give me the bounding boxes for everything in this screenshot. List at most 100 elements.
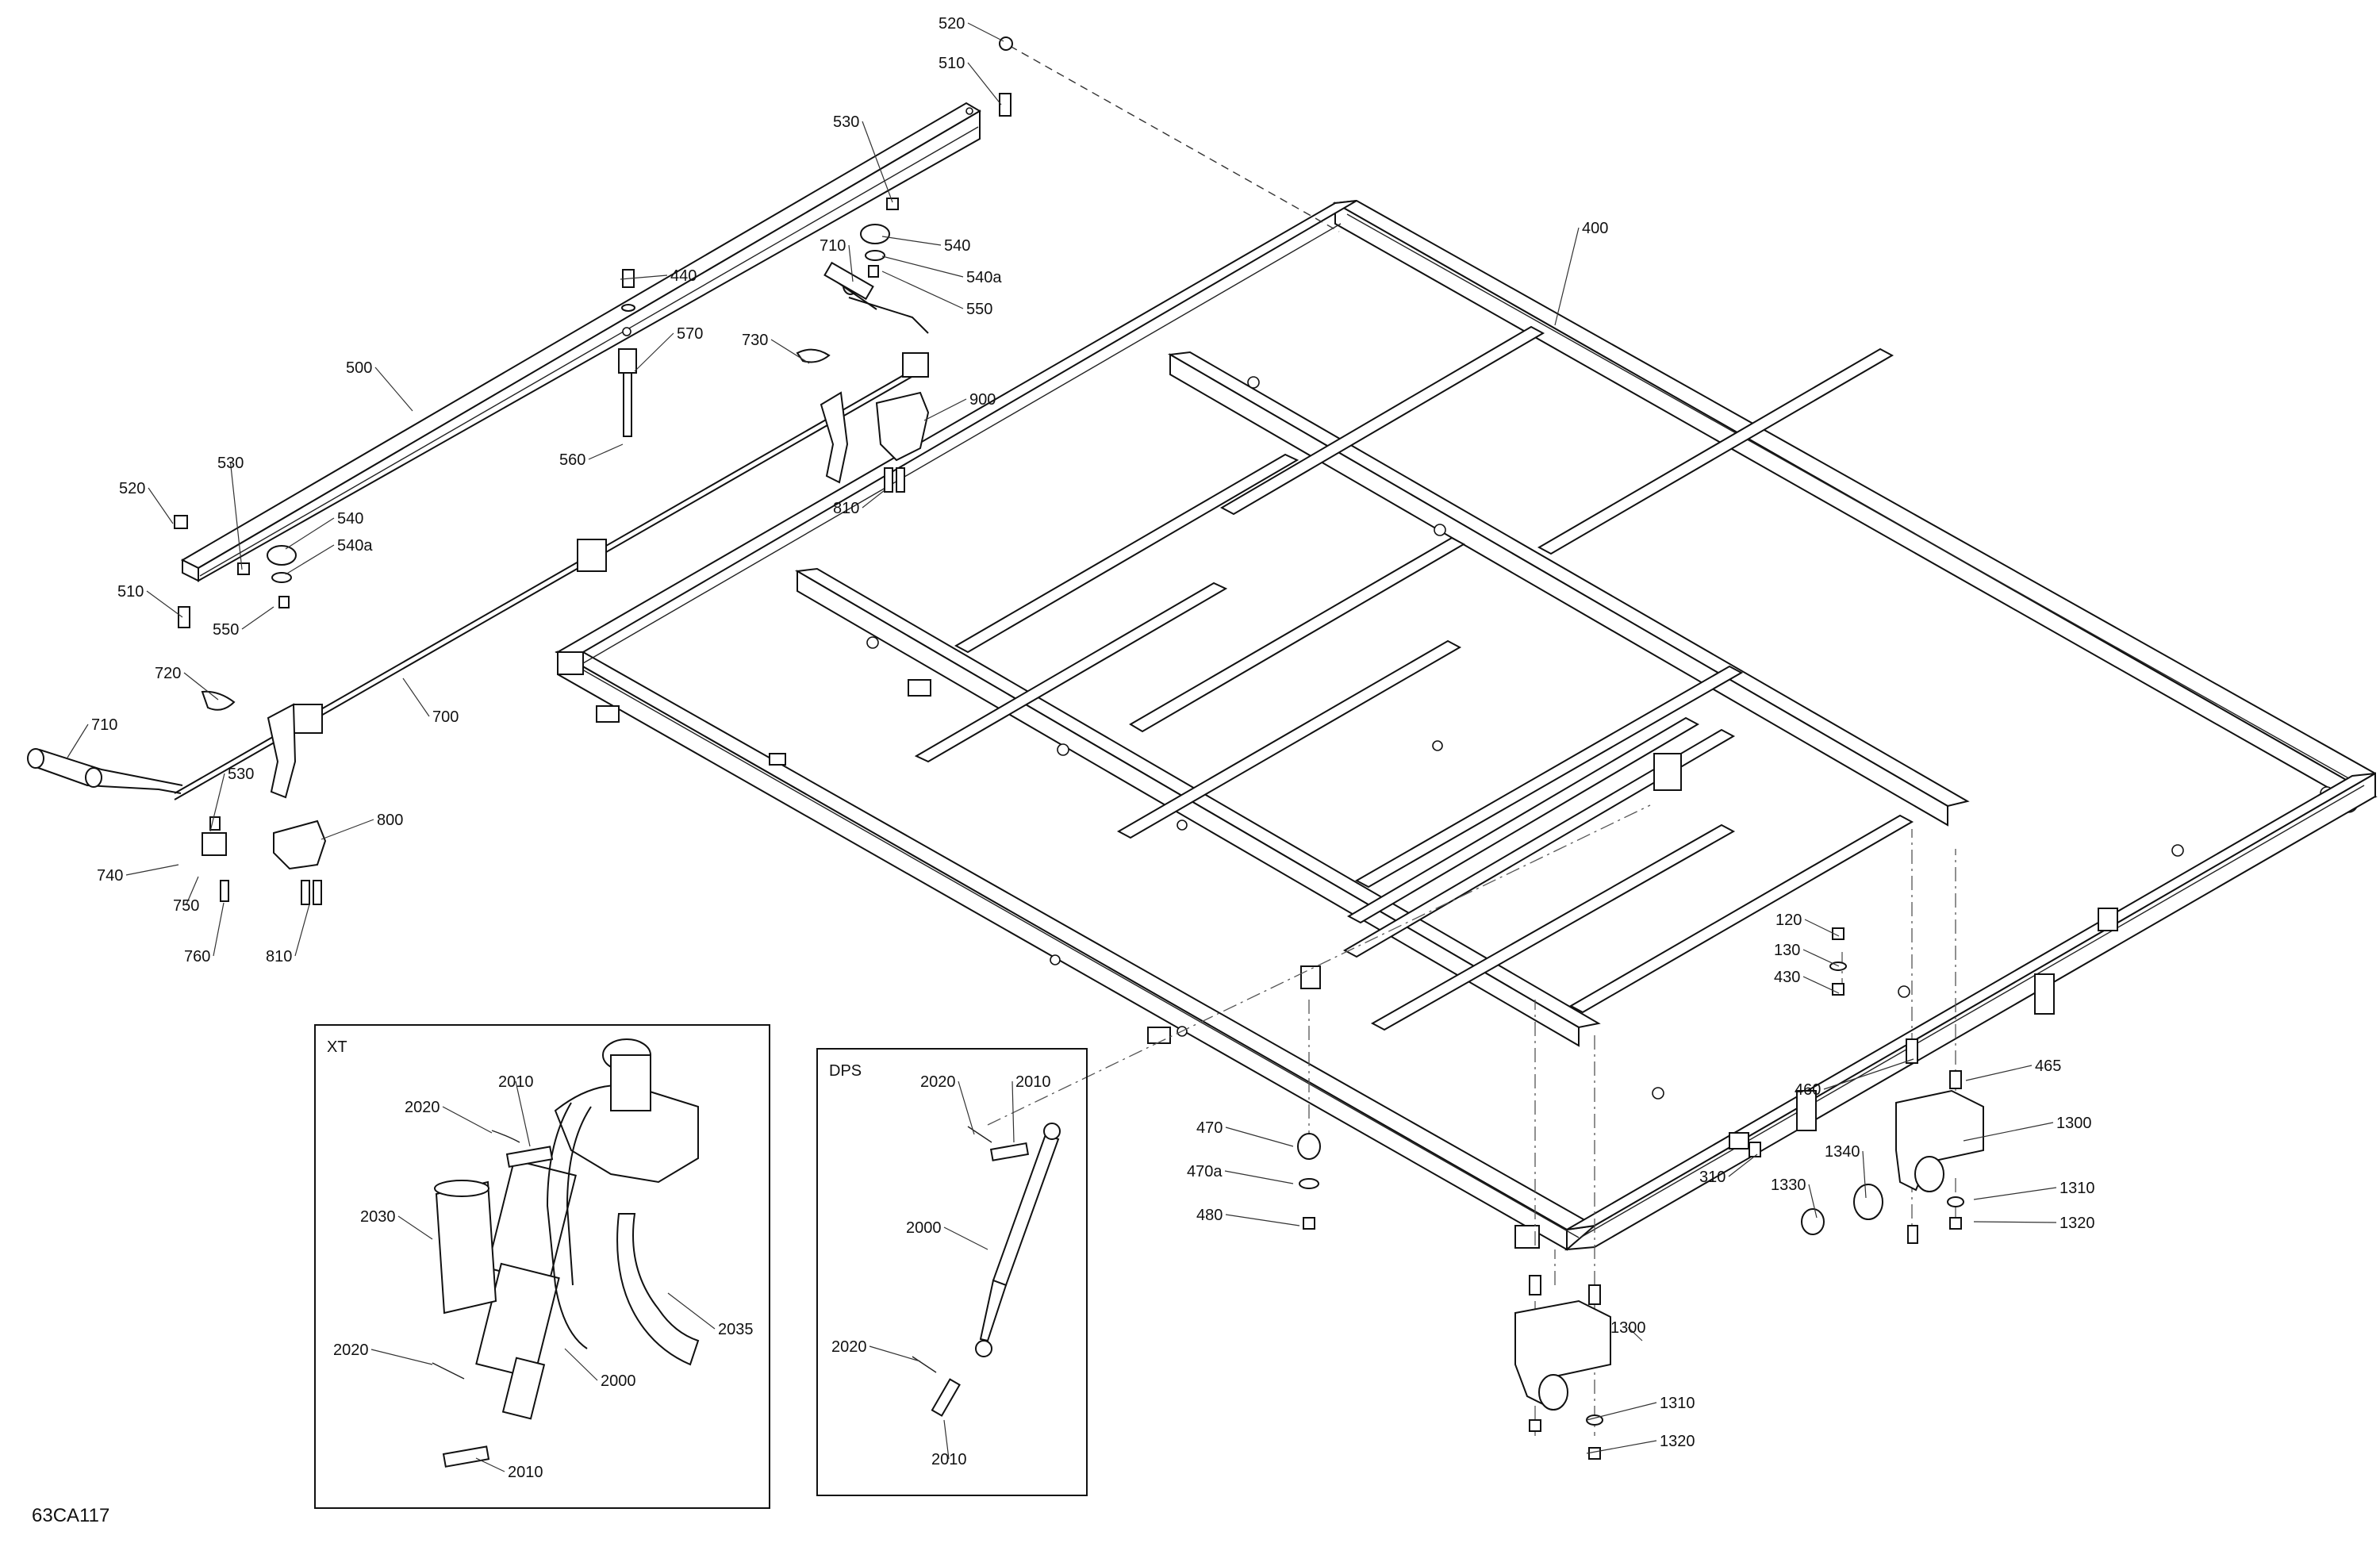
- xt-hose-2035: [616, 1213, 700, 1366]
- callout-label: 510: [939, 55, 965, 72]
- callout-2020: 2020: [920, 1073, 975, 1135]
- callout-2010: 2010: [931, 1419, 967, 1468]
- callout-label: 510: [117, 583, 144, 601]
- callout-leader-line: [229, 462, 243, 570]
- latch-rail-500: [180, 102, 981, 582]
- callout-leader-line: [515, 1080, 531, 1147]
- callout-label: 540: [337, 510, 363, 528]
- callout-440: 440: [620, 267, 697, 285]
- callout-label: 560: [559, 451, 585, 469]
- callout-540: 540: [881, 236, 970, 255]
- cargo-box-frame: [555, 199, 2378, 1251]
- callout-550: 550: [213, 606, 274, 639]
- callout-leader-line: [770, 339, 810, 364]
- callout-400: 400: [1554, 220, 1608, 326]
- callout-leader-line: [185, 876, 199, 906]
- frame-right-side-rail: [1564, 772, 2376, 1251]
- callout-label: 480: [1196, 1207, 1223, 1224]
- frame-rear-rail: [1332, 199, 2378, 813]
- callout-label: 800: [377, 812, 403, 829]
- callout-2020: 2020: [333, 1341, 433, 1365]
- inset-xt: XT: [314, 1024, 770, 1509]
- callout-460: 460: [1795, 1058, 1914, 1099]
- callout-leader-line: [1802, 976, 1840, 994]
- callout-label: 810: [833, 500, 859, 517]
- callout-leader-line: [442, 1106, 493, 1134]
- callout-leader-line: [1963, 1122, 2054, 1142]
- callout-label: 1310: [1660, 1395, 1695, 1412]
- callout-1340: 1340: [1825, 1143, 1867, 1199]
- callout-540a: 540a: [881, 255, 1002, 286]
- callout-470a: 470a: [1187, 1163, 1294, 1184]
- callout-2010: 2010: [1012, 1073, 1051, 1143]
- callout-465: 465: [1965, 1057, 2061, 1081]
- callout-leader-line: [148, 487, 174, 524]
- figure-id: 63CA117: [32, 1505, 109, 1526]
- callout-label: 730: [742, 332, 768, 349]
- callout-label: 710: [820, 237, 846, 255]
- callout-leader-line: [923, 398, 967, 421]
- callout-label: 2020: [831, 1338, 867, 1356]
- callout-label: 2020: [405, 1099, 440, 1116]
- callout-leader-line: [1802, 949, 1840, 967]
- callout-leader-line: [1225, 1127, 1294, 1147]
- callout-label: 2010: [508, 1464, 543, 1481]
- callout-label: 310: [1699, 1169, 1726, 1186]
- latch-hardware: [201, 261, 930, 870]
- dps-pins: [912, 1126, 1030, 1417]
- callout-leader-line: [1225, 1214, 1300, 1226]
- callout-leader-line: [321, 819, 374, 840]
- callout-label: 2010: [931, 1451, 967, 1468]
- callout-520: 520: [119, 480, 174, 524]
- callout-leader-line: [285, 544, 335, 575]
- inset-dps-title: DPS: [829, 1062, 862, 1080]
- callout-800: 800: [321, 812, 403, 840]
- callout-720: 720: [155, 665, 219, 700]
- callout-510: 510: [939, 55, 1002, 106]
- callout-1320: 1320: [1586, 1433, 1695, 1454]
- callout-530: 530: [209, 766, 254, 832]
- callout-leader-line: [285, 517, 335, 550]
- callout-label: 2000: [906, 1219, 942, 1237]
- callout-leader-line: [1554, 227, 1580, 326]
- frame-holes: [866, 376, 2184, 1100]
- callout-label: 120: [1775, 912, 1802, 929]
- callout-leader-line: [1627, 1326, 1643, 1341]
- callout-1320: 1320: [1973, 1215, 2095, 1232]
- callout-310: 310: [1699, 1153, 1758, 1186]
- callout-label: 500: [346, 359, 372, 377]
- callout-label: 2035: [718, 1321, 754, 1338]
- callout-label: 900: [969, 391, 996, 409]
- callout-760: 760: [184, 902, 225, 965]
- callout-leader-line: [67, 724, 89, 758]
- callout-810: 810: [266, 904, 310, 965]
- callout-leader-line: [862, 489, 885, 509]
- callout-label: 1310: [2059, 1180, 2095, 1197]
- callout-470: 470: [1196, 1119, 1294, 1147]
- callout-label: 2010: [1015, 1073, 1051, 1091]
- callout-leader-line: [967, 62, 1002, 106]
- callout-730: 730: [742, 332, 810, 364]
- callout-label: 740: [97, 867, 123, 885]
- callout-710: 710: [67, 716, 117, 758]
- callout-leader-line: [183, 672, 219, 700]
- hinge-brackets-1300: [1514, 1089, 1984, 1411]
- callout-label: 760: [184, 948, 210, 965]
- callout-2010: 2010: [475, 1457, 543, 1481]
- callout-label: 550: [213, 621, 239, 639]
- callout-label: 1330: [1771, 1176, 1806, 1194]
- callout-leader-line: [958, 1080, 975, 1135]
- callout-label: 520: [119, 480, 145, 497]
- callout-label: 550: [966, 301, 992, 318]
- callout-label: 1340: [1825, 1143, 1860, 1161]
- callout-740: 740: [97, 864, 179, 885]
- callout-1310: 1310: [1973, 1180, 2095, 1200]
- callout-leader-line: [1862, 1150, 1867, 1199]
- callout-leader-line: [125, 864, 179, 876]
- callout-label: 710: [91, 716, 117, 734]
- callout-1330: 1330: [1771, 1176, 1818, 1219]
- xt-sleeve-2030: [434, 1180, 497, 1315]
- callout-700: 700: [402, 677, 459, 726]
